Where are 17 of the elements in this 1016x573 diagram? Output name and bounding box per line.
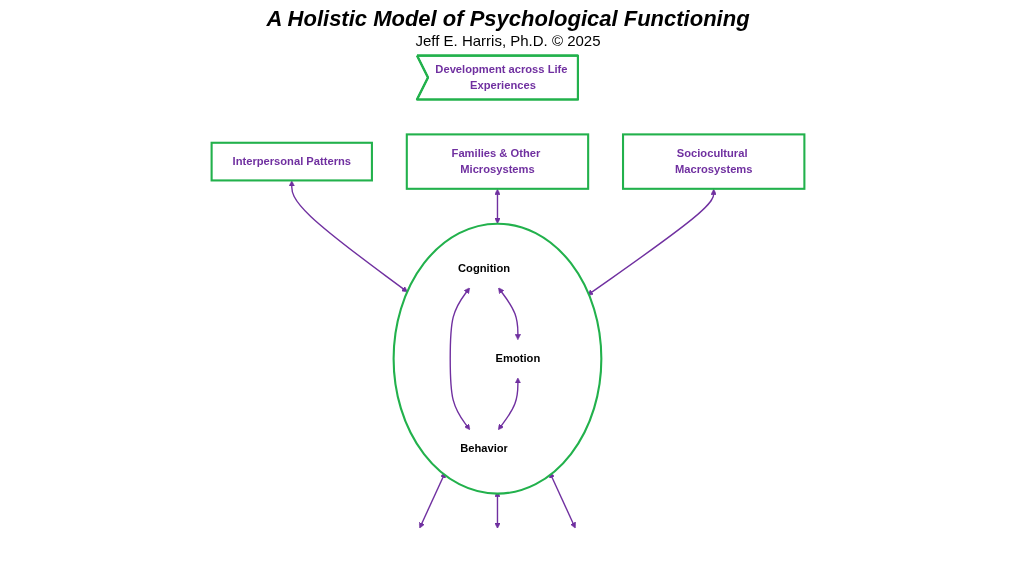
double-arrow (549, 472, 576, 529)
diagram-title: A Holistic Model of Psychological Functioning (266, 6, 750, 31)
double-arrow (419, 472, 446, 529)
process-box: Families & Other Microsystems (405, 133, 590, 190)
process-box: Sociocultural Macrosystems (622, 133, 806, 190)
process-box: Interpersonal Patterns (210, 141, 373, 182)
concept-label: Cognition (458, 262, 511, 275)
double-arrow (497, 377, 521, 431)
double-arrow (498, 287, 521, 341)
banner-arrow: Development across Life Experiences (415, 54, 579, 101)
author-credit: Jeff E. Harris, Ph.D. © 2025 (415, 32, 601, 49)
concept-label: Emotion (495, 352, 541, 365)
double-arrow (288, 180, 408, 293)
double-arrow (494, 188, 501, 224)
concept-label: Behavior (460, 442, 508, 455)
double-arrow (449, 287, 471, 431)
double-arrow (587, 188, 717, 296)
